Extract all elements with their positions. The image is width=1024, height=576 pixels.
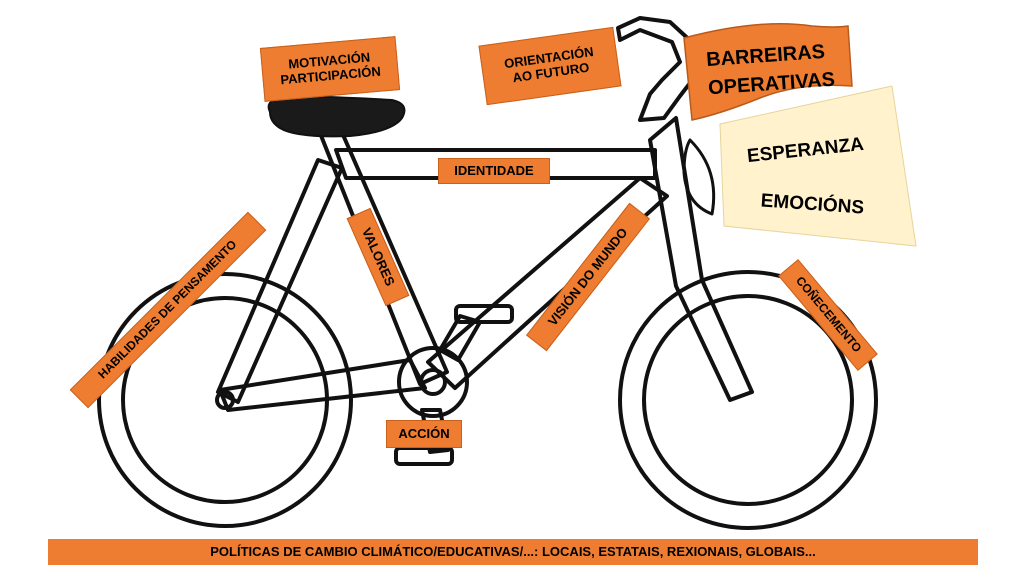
identidade-label: IDENTIDADE <box>438 158 550 184</box>
chain-stay <box>218 358 427 412</box>
rear-hub <box>215 390 235 410</box>
front-wheel-rim <box>642 294 854 506</box>
politicas-banner: POLÍTICAS DE CAMBIO CLIMÁTICO/EDUCATIVAS… <box>48 539 978 565</box>
accion-label: ACCIÓN <box>386 420 462 448</box>
seat-stay <box>216 158 344 404</box>
chainring-inner <box>419 368 447 396</box>
chainring <box>397 346 469 418</box>
pedal-up <box>454 304 514 324</box>
head-tube <box>648 116 754 402</box>
handlebar <box>616 16 702 122</box>
pedal-down <box>394 446 454 466</box>
rear-wheel-tire <box>97 272 353 528</box>
front-wheel-tire <box>618 270 878 530</box>
politicas-text: POLÍTICAS DE CAMBIO CLIMÁTICO/EDUCATIVAS… <box>210 543 816 559</box>
accion-text: ACCIÓN <box>398 425 450 441</box>
headlight <box>682 138 716 216</box>
saddle <box>267 94 406 138</box>
esperanza-note <box>719 85 917 247</box>
identidade-text: IDENTIDADE <box>454 162 534 178</box>
barreiras-flag <box>683 23 853 121</box>
